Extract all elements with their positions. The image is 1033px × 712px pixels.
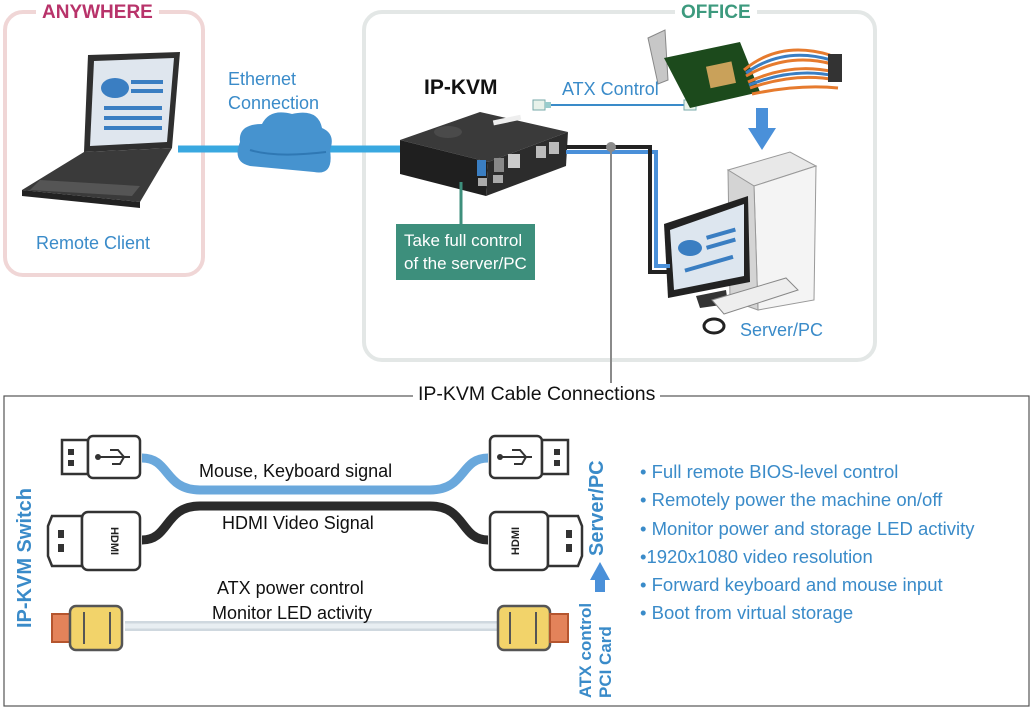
- ipkvm-title: IP-KVM: [424, 76, 498, 99]
- usb-plug-left-icon: [60, 434, 142, 480]
- ipkvm-device-icon: [400, 112, 568, 196]
- atx-connector-left-icon: [532, 99, 551, 111]
- atx-pci-vertical-line1: ATX control: [576, 602, 595, 698]
- pci-card-icon: [647, 29, 842, 108]
- atx-pci-vertical-line2: PCI Card: [596, 626, 615, 698]
- features-list: • Full remote BIOS-level control • Remot…: [640, 458, 975, 628]
- hdmi-plug-right-icon: [488, 510, 584, 572]
- usb-cable-to-pc: [566, 150, 670, 268]
- hdmi-cable-label: HDMI Video Signal: [222, 513, 374, 533]
- atx-cable-label-line1: ATX power control: [217, 578, 364, 598]
- hdmi-plug-left-label: HDMI: [108, 527, 120, 555]
- feature-item: • Monitor power and storage LED activity: [640, 517, 975, 539]
- usb-cable: [141, 453, 489, 495]
- feature-item: • Forward keyboard and mouse input: [640, 574, 943, 596]
- hdmi-cable: [141, 501, 489, 545]
- cable-panel-title: IP-KVM Cable Connections: [413, 383, 661, 406]
- rj45-plug-left-icon: [51, 604, 124, 652]
- anywhere-zone-title: ANYWHERE: [36, 2, 159, 24]
- take-control-box: Take full control of the server/PC: [396, 224, 535, 280]
- feature-item: •1920x1080 video resolution: [640, 545, 873, 567]
- laptop-icon: [22, 52, 180, 208]
- usb-plug-right-icon: [488, 434, 570, 480]
- feature-item: • Boot from virtual storage: [640, 602, 854, 624]
- atx-pci-vertical-label: ATX control PCI Card: [576, 603, 616, 698]
- ethernet-label-line2: Connection: [228, 93, 320, 113]
- server-pc-icon: [664, 151, 818, 335]
- remote-client-label: Remote Client: [36, 233, 151, 253]
- rj45-plug-right-icon: [496, 604, 569, 652]
- server-pc-vertical-label: Server/PC: [586, 460, 608, 556]
- hdmi-plug-right-label: HDMI: [510, 527, 522, 555]
- hdmi-plug-left-icon: [46, 510, 142, 572]
- take-control-line2: of the server/PC: [404, 254, 527, 273]
- server-pc-label: Server/PC: [740, 320, 824, 340]
- cloud-icon: [237, 112, 332, 173]
- office-zone: [362, 10, 877, 362]
- office-zone-title: OFFICE: [675, 2, 757, 24]
- ethernet-label-line1: Ethernet: [228, 69, 297, 89]
- atx-control-label: ATX Control: [562, 79, 659, 99]
- hdmi-cable-to-pc: [566, 145, 668, 274]
- atx-cable-label-line2: Monitor LED activity: [212, 603, 373, 623]
- up-arrow-icon: [590, 562, 610, 592]
- usb-cable-label: Mouse, Keyboard signal: [199, 461, 393, 481]
- take-control-line1: Take full control: [404, 231, 523, 250]
- feature-item: • Remotely power the machine on/off: [640, 489, 943, 511]
- feature-item: • Full remote BIOS-level control: [640, 461, 899, 482]
- down-arrow-icon: [748, 108, 776, 150]
- ipkvm-switch-vertical-label: IP-KVM Switch: [14, 487, 36, 628]
